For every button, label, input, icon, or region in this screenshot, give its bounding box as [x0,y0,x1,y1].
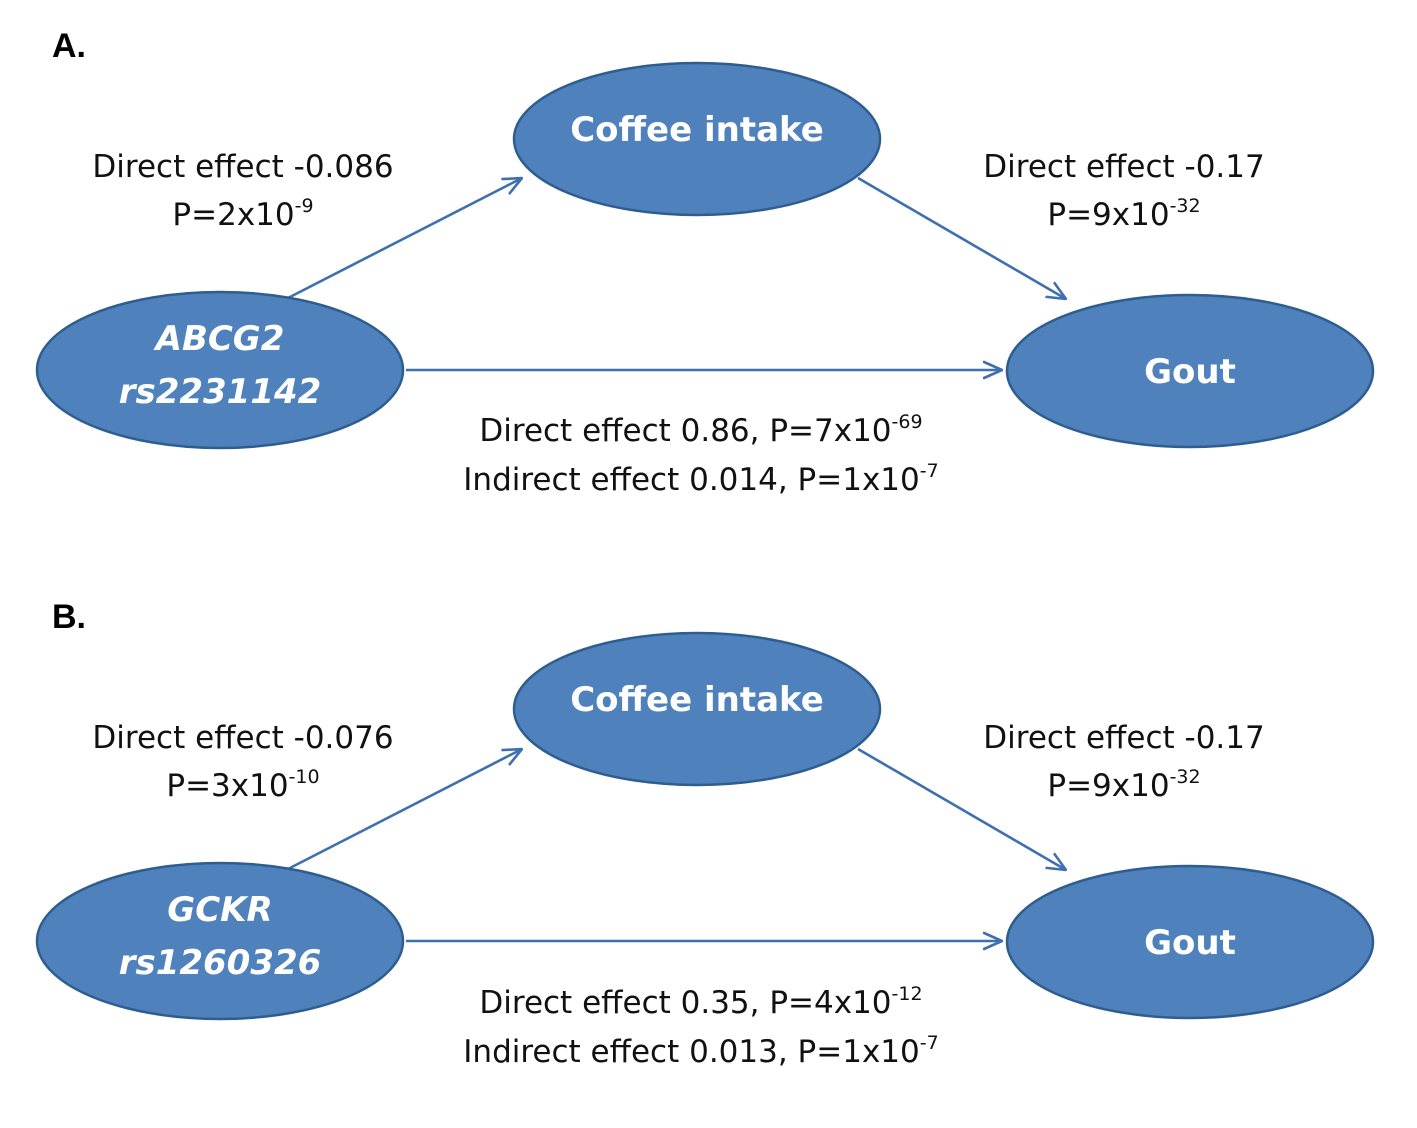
panel-b-label: B. [52,598,86,636]
gout-label-b: Gout [1144,923,1236,963]
gout-label-a: Gout [1144,352,1236,392]
panel-a: A. ABCG2 rs2231142 Coffee intake Gout Di… [35,27,1375,498]
arrow-gene-to-coffee-a [287,178,522,300]
coffee-gout-effect-a: Direct effect -0.17 [983,149,1264,185]
node-coffee-intake-b: Coffee intake [512,631,882,787]
node-gout-b: Gout [1005,864,1375,1020]
gene-coffee-pvalue-a: P=2x10-9 [172,195,313,233]
node-gene-b: GCKR rs1260326 [35,861,405,1021]
coffee-intake-label-b: Coffee intake [570,680,824,720]
gene-name-b: GCKR [167,890,272,930]
gene-gout-direct-b: Direct effect 0.35, P=4x10-12 [479,983,922,1021]
coffee-gout-effect-b: Direct effect -0.17 [983,720,1264,756]
gene-coffee-pvalue-b: P=3x10-10 [166,766,319,804]
node-coffee-intake-a: Coffee intake [512,61,882,217]
arrow-coffee-to-gout-b [857,747,1066,870]
arrow-gene-to-coffee-b [287,749,522,871]
node-gene-a: ABCG2 rs2231142 [35,290,405,450]
gene-snp-a: rs2231142 [119,372,322,412]
gene-gout-direct-a: Direct effect 0.86, P=7x10-69 [479,411,922,449]
coffee-intake-label-a: Coffee intake [570,110,824,150]
arrow-coffee-to-gout-a [857,176,1066,299]
gene-gout-indirect-a: Indirect effect 0.014, P=1x10-7 [463,460,938,498]
gene-gout-indirect-b: Indirect effect 0.013, P=1x10-7 [463,1032,938,1070]
gene-coffee-effect-b: Direct effect -0.076 [92,720,393,756]
panel-a-label: A. [52,27,86,65]
gene-snp-b: rs1260326 [119,943,322,983]
gene-name-a: ABCG2 [153,319,285,359]
panel-b: B. GCKR rs1260326 Coffee intake Gout Dir… [35,598,1375,1070]
node-gout-a: Gout [1005,293,1375,449]
gene-coffee-effect-a: Direct effect -0.086 [92,149,393,185]
coffee-gout-pvalue-a: P=9x10-32 [1047,195,1200,233]
coffee-gout-pvalue-b: P=9x10-32 [1047,766,1200,804]
